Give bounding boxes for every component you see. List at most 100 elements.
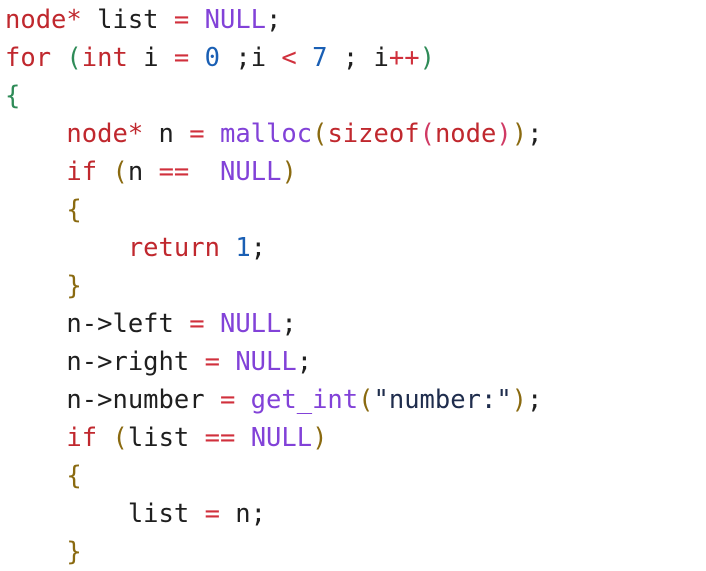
code-line: {: [0, 191, 706, 229]
code-indent: [5, 537, 66, 567]
code-indent: [5, 233, 128, 263]
code-token-keyword: if: [66, 423, 98, 453]
code-line: node* list = NULL;: [0, 1, 706, 39]
code-token-string: "number:": [373, 385, 512, 415]
code-line: node* n = malloc(sizeof(node));: [0, 115, 706, 153]
code-line: }: [0, 267, 706, 305]
code-token-plain: ; i: [327, 43, 389, 73]
code-token-plain: [235, 423, 250, 453]
code-token-keyword: node*: [5, 5, 82, 35]
code-token-plain: [220, 233, 235, 263]
code-token-bracket_outer: ): [312, 423, 328, 453]
code-token-keyword: for: [5, 43, 52, 73]
code-token-paren_green: {: [5, 81, 21, 111]
code-token-operator: =: [189, 119, 205, 149]
code-token-plain: n: [127, 157, 159, 187]
code-token-bracket_outer: (: [112, 157, 128, 187]
code-token-plain: list: [127, 423, 205, 453]
code-token-operator: ++: [388, 43, 420, 73]
code-token-plain: list: [81, 5, 174, 35]
code-token-plain: ;: [527, 119, 543, 149]
code-token-bracket_outer: ): [281, 157, 297, 187]
code-line: {: [0, 77, 706, 115]
code-token-plain: ;: [296, 347, 313, 377]
code-token-plain: ;: [266, 5, 282, 35]
code-token-operator: ==: [158, 157, 190, 187]
code-token-constant: get_int: [250, 385, 359, 415]
code-line: n->right = NULL;: [0, 343, 706, 381]
code-line: if (list == NULL): [0, 419, 706, 457]
code-token-plain: [297, 43, 312, 73]
code-token-paren_green: ): [419, 43, 435, 73]
code-token-bracket_outer: {: [66, 461, 82, 491]
code-token-bracket_outer: ): [511, 385, 528, 415]
code-line: return 1;: [0, 229, 706, 267]
code-token-plain: ;: [250, 233, 267, 263]
code-token-keyword: if: [66, 157, 98, 187]
code-indent: [5, 157, 66, 187]
code-token-keyword: return: [127, 233, 220, 263]
code-indent: [5, 309, 66, 339]
code-token-operator: =: [173, 43, 190, 73]
code-token-constant: NULL: [250, 423, 313, 453]
code-token-operator: =: [219, 385, 236, 415]
code-token-plain: [189, 43, 204, 73]
code-token-operator: =: [204, 499, 220, 529]
code-line: {: [0, 457, 706, 495]
code-indent: [5, 119, 66, 149]
code-token-plain: ;: [281, 309, 297, 339]
code-token-bracket_outer: {: [66, 195, 82, 225]
code-token-constant: NULL: [220, 157, 282, 187]
code-line: if (n == NULL): [0, 153, 706, 191]
code-token-operator: <: [281, 43, 297, 73]
code-line: for (int i = 0 ;i < 7 ; i++): [0, 39, 706, 77]
code-line: n->left = NULL;: [0, 305, 706, 343]
code-token-constant: NULL: [235, 347, 297, 377]
code-token-operator: =: [189, 309, 205, 339]
code-token-plain: [189, 5, 204, 35]
code-token-plain: ;: [527, 385, 543, 415]
code-token-bracket_inner: ): [496, 119, 512, 149]
code-token-plain: [97, 423, 112, 453]
code-token-plain: n->left: [66, 309, 190, 339]
code-token-bracket_outer: (: [358, 385, 374, 415]
code-token-bracket_outer: (: [312, 119, 328, 149]
code-token-plain: list: [127, 499, 205, 529]
code-indent: [5, 195, 66, 225]
code-indent: [5, 461, 66, 491]
code-line: }: [0, 533, 706, 571]
code-token-constant: malloc: [219, 119, 313, 149]
code-token-plain: ;i: [219, 43, 282, 73]
code-token-keyword: node: [434, 119, 497, 149]
code-token-plain: [205, 309, 220, 339]
code-token-operator: =: [173, 5, 190, 35]
code-token-plain: n->right: [66, 347, 205, 377]
code-token-keyword: node*: [66, 119, 144, 149]
code-token-plain: [51, 43, 66, 73]
code-token-bracket_inner: (: [419, 119, 435, 149]
code-token-operator: ==: [204, 423, 236, 453]
code-token-plain: i: [127, 43, 174, 73]
code-token-number: 1: [235, 233, 251, 263]
code-token-bracket_outer: }: [66, 537, 82, 567]
code-token-plain: [205, 119, 220, 149]
code-indent: [5, 347, 66, 377]
code-token-plain: n: [143, 119, 190, 149]
code-line: list = n;: [0, 495, 706, 533]
code-token-bracket_outer: ): [511, 119, 528, 149]
code-token-constant: NULL: [204, 5, 267, 35]
code-token-plain: [189, 157, 220, 187]
code-indent: [5, 423, 66, 453]
code-indent: [5, 499, 128, 529]
code-token-constant: NULL: [219, 309, 282, 339]
code-token-plain: [235, 385, 250, 415]
code-line: n->number = get_int("number:");: [0, 381, 706, 419]
code-token-plain: n->number: [66, 385, 220, 415]
code-token-plain: n;: [219, 499, 267, 529]
code-token-bracket_outer: }: [66, 271, 82, 301]
code-token-operator: =: [204, 347, 220, 377]
code-token-plain: [220, 347, 235, 377]
code-indent: [5, 271, 66, 301]
code-indent: [5, 385, 66, 415]
